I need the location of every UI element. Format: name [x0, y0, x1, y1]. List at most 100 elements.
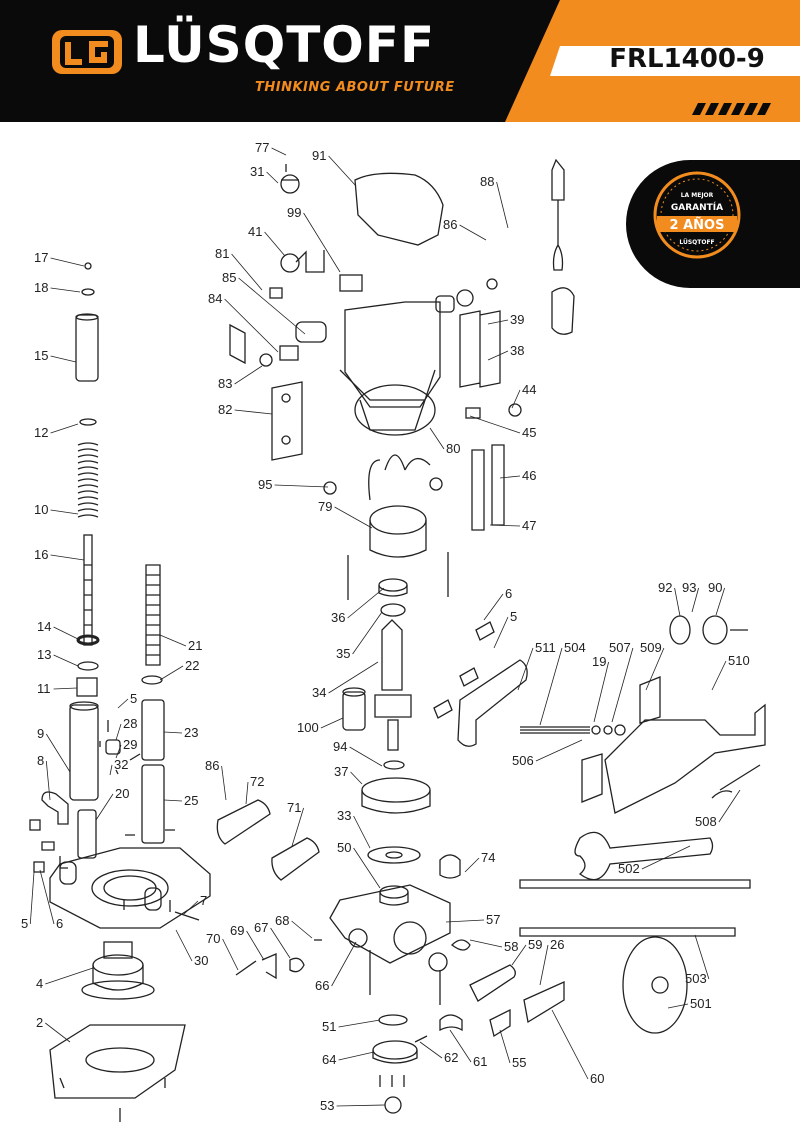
- part-label-77: 77: [255, 140, 269, 155]
- part-label-81: 81: [215, 246, 229, 261]
- part-label-5: 5: [510, 609, 517, 624]
- part-label-70: 70: [206, 931, 220, 946]
- leader-line-60: [551, 1009, 589, 1080]
- part-label-92: 92: [658, 580, 672, 595]
- leader-line-68: [291, 920, 313, 939]
- leader-line-59: [511, 944, 527, 966]
- brand-logo-icon: [52, 30, 122, 74]
- leader-line-37: [350, 771, 363, 785]
- part-label-50: 50: [337, 840, 351, 855]
- leader-line-17: [50, 257, 85, 267]
- leader-line-57: [445, 919, 485, 923]
- part-label-100: 100: [297, 720, 319, 735]
- leader-line-41: [264, 231, 286, 257]
- part-label-19: 19: [592, 654, 606, 669]
- leader-line-100: [320, 717, 344, 729]
- part-label-61: 61: [473, 1054, 487, 1069]
- part-label-80: 80: [446, 441, 460, 456]
- leader-line-509: [645, 647, 665, 691]
- part-label-510: 510: [728, 653, 750, 668]
- part-label-26: 26: [550, 937, 564, 952]
- leader-line-14: [53, 626, 81, 641]
- part-label-30: 30: [194, 953, 208, 968]
- part-label-53: 53: [320, 1098, 334, 1113]
- leader-line-71: [291, 807, 304, 847]
- part-label-5: 5: [130, 691, 137, 706]
- leader-line-74: [464, 857, 480, 873]
- part-label-47: 47: [522, 518, 536, 533]
- part-label-93: 93: [682, 580, 696, 595]
- part-label-504: 504: [564, 640, 586, 655]
- part-label-17: 17: [34, 250, 48, 265]
- part-label-39: 39: [510, 312, 524, 327]
- leader-line-501: [667, 1003, 689, 1009]
- part-label-90: 90: [708, 580, 722, 595]
- part-label-8: 8: [37, 753, 44, 768]
- part-label-33: 33: [337, 808, 351, 823]
- part-label-67: 67: [254, 920, 268, 935]
- leader-line-95: [274, 484, 329, 488]
- part-label-6: 6: [505, 586, 512, 601]
- part-label-501: 501: [690, 996, 712, 1011]
- part-label-85: 85: [222, 270, 236, 285]
- leader-line-4: [45, 967, 94, 985]
- leader-line-5: [493, 616, 509, 649]
- leader-line-83: [234, 365, 263, 385]
- part-label-4: 4: [36, 976, 43, 991]
- part-label-45: 45: [522, 425, 536, 440]
- leader-line-58: [469, 939, 503, 948]
- part-label-25: 25: [184, 793, 198, 808]
- part-label-60: 60: [590, 1071, 604, 1086]
- leader-line-23: [163, 731, 183, 734]
- part-label-69: 69: [230, 923, 244, 938]
- part-label-88: 88: [480, 174, 494, 189]
- leader-line-10: [50, 509, 79, 515]
- part-label-79: 79: [318, 499, 332, 514]
- leader-line-16: [50, 554, 85, 561]
- leader-line-5: [29, 871, 35, 925]
- part-label-41: 41: [248, 224, 262, 239]
- part-label-22: 22: [185, 658, 199, 673]
- leader-line-70: [222, 938, 239, 971]
- part-label-99: 99: [287, 205, 301, 220]
- part-label-18: 18: [34, 280, 48, 295]
- part-label-68: 68: [275, 913, 289, 928]
- leader-line-502: [641, 845, 691, 870]
- part-label-38: 38: [510, 343, 524, 358]
- leader-line-504: [539, 647, 563, 726]
- leader-line-11: [53, 687, 78, 690]
- leader-line-79: [334, 506, 373, 529]
- leader-line-90: [715, 587, 725, 616]
- leader-line-21: [159, 634, 187, 647]
- model-number: FRL1400-9: [609, 44, 765, 74]
- leader-line-55: [499, 1029, 511, 1064]
- leader-line-35: [352, 611, 383, 655]
- part-label-29: 29: [123, 737, 137, 752]
- leader-line-508: [718, 789, 741, 823]
- part-label-32: 32: [114, 757, 128, 772]
- part-label-14: 14: [37, 619, 51, 634]
- leader-lines: [29, 147, 741, 1107]
- leader-line-34: [328, 661, 379, 694]
- leader-line-25: [163, 799, 183, 802]
- part-label-7: 7: [200, 893, 207, 908]
- part-label-86: 86: [443, 217, 457, 232]
- part-label-36: 36: [331, 610, 345, 625]
- leader-line-510: [711, 660, 727, 691]
- part-label-94: 94: [333, 739, 347, 754]
- parts-drawing: [29, 158, 766, 1122]
- leader-line-51: [338, 1019, 381, 1028]
- warranty-badge: LA MEJOR GARANTÍA 2 AÑOS LÜSQTOFF: [626, 160, 800, 288]
- part-label-502: 502: [618, 861, 640, 876]
- part-label-58: 58: [504, 939, 518, 954]
- leader-line-47: [489, 524, 521, 527]
- leader-line-88: [496, 181, 509, 229]
- leader-line-13: [53, 654, 79, 667]
- part-label-91: 91: [312, 148, 326, 163]
- leader-line-506: [535, 739, 583, 762]
- leader-line-61: [449, 1029, 472, 1063]
- part-label-71: 71: [287, 800, 301, 815]
- header-decoration: [52, 0, 800, 122]
- part-label-2: 2: [36, 1015, 43, 1030]
